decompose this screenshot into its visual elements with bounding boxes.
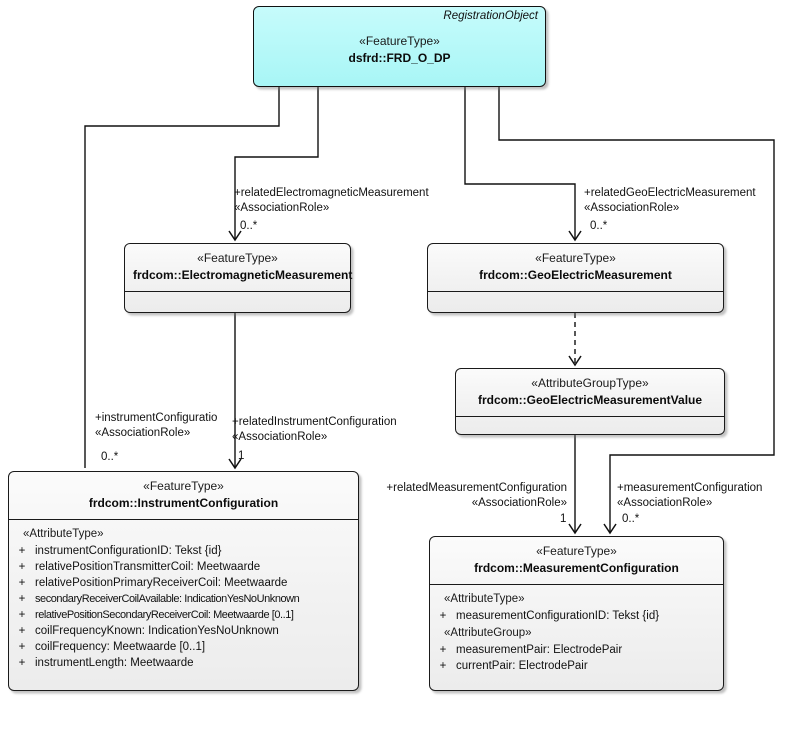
- association-role-name: +relatedMeasurementConfiguration: [386, 482, 567, 494]
- association-multiplicity-measurementconfig-related: 1: [560, 513, 567, 525]
- attribute-row: + coilFrequencyKnown: IndicationYesNoUnk…: [9, 623, 358, 639]
- class-box-geoelectric-measurement[interactable]: «FeatureType» frdcom::GeoElectricMeasure…: [427, 243, 724, 313]
- association-stereotype: «AssociationRole»: [584, 202, 680, 214]
- geoelectricvalue-header: «AttributeGroupType» frdcom::GeoElectric…: [456, 369, 724, 416]
- attribute-row: + relativePositionTransmitterCoil: Meetw…: [9, 559, 358, 575]
- measurementconfig-attributes: «AttributeType» + measurementConfigurati…: [430, 585, 723, 680]
- visibility-marker: +: [18, 641, 26, 653]
- electromagnetic-stereotype: «FeatureType»: [197, 251, 278, 265]
- association-stereotype: «AssociationRole»: [95, 427, 191, 439]
- association-multiplicity-geoelectric: 0..*: [590, 220, 608, 232]
- root-corner-label: RegistrationObject: [443, 10, 538, 22]
- measurementconfig-stereotype: «FeatureType»: [536, 544, 617, 558]
- attribute-row: + measurementConfigurationID: Tekst {id}: [430, 608, 723, 624]
- electromagnetic-separator: [125, 291, 350, 292]
- association-label-measurementconfig-related: +relatedMeasurementConfiguration «Associ…: [370, 481, 567, 511]
- measurementconfig-header: «FeatureType» frdcom::MeasurementConfigu…: [430, 537, 723, 584]
- attribute-row: + measurementPair: ElectrodePair: [430, 642, 723, 658]
- instrumentconfig-separator: [9, 519, 358, 520]
- root-header: «FeatureType» dsfrd::FRD_O_DP: [254, 7, 545, 74]
- class-box-electromagnetic-measurement[interactable]: «FeatureType» frdcom::ElectromagneticMea…: [124, 243, 353, 313]
- attribute-row: + relativePositionPrimaryReceiverCoil: M…: [9, 575, 358, 591]
- root-class-name: dsfrd::FRD_O_DP: [348, 51, 451, 65]
- attribute-row: + coilFrequency: Meetwaarde [0..1]: [9, 639, 358, 655]
- association-multiplicity-instrumentconfig-related: 1: [238, 450, 245, 462]
- visibility-marker: +: [18, 609, 26, 621]
- attribute-row: + instrumentConfigurationID: Tekst {id}: [9, 543, 358, 559]
- association-stereotype: «AssociationRole»: [234, 202, 330, 214]
- association-multiplicity-electromagnetic: 0..*: [240, 220, 258, 232]
- instrumentconfig-attributes: «AttributeType» + instrumentConfiguratio…: [9, 520, 358, 677]
- geoelectric-class-name: frdcom::GeoElectricMeasurement: [479, 268, 672, 282]
- association-label-measurementconfig-root: +measurementConfiguration «AssociationRo…: [617, 481, 762, 511]
- electromagnetic-class-name: frdcom::ElectromagneticMeasurement: [133, 268, 353, 282]
- visibility-marker: +: [18, 657, 26, 669]
- instrumentconfig-stereotype: «FeatureType»: [143, 479, 224, 493]
- attribute-text: coilFrequencyKnown: IndicationYesNoUnkno…: [35, 625, 279, 637]
- attribute-row: + secondaryReceiverCoilAvailable: Indica…: [9, 591, 358, 607]
- attribute-text: relativePositionSecondaryReceiverCoil: M…: [35, 609, 294, 621]
- visibility-marker: +: [439, 644, 447, 656]
- association-stereotype: «AssociationRole»: [232, 431, 328, 443]
- class-box-measurement-configuration[interactable]: «FeatureType» frdcom::MeasurementConfigu…: [429, 536, 724, 691]
- attribute-text: relativePositionTransmitterCoil: Meetwaa…: [35, 561, 261, 573]
- attribute-text: measurementConfigurationID: Tekst {id}: [456, 610, 660, 622]
- attribute-text: measurementPair: ElectrodePair: [456, 644, 623, 656]
- association-label-instrumentconfig-related: +relatedInstrumentConfiguration «Associa…: [232, 415, 397, 445]
- attribute-group-label: «AttributeType»: [444, 593, 525, 605]
- measurementconfig-class-name: frdcom::MeasurementConfiguration: [474, 561, 679, 575]
- association-role-name: +relatedInstrumentConfiguration: [232, 416, 397, 428]
- class-box-instrument-configuration[interactable]: «FeatureType» frdcom::InstrumentConfigur…: [8, 471, 359, 691]
- association-role-name: +relatedElectromagneticMeasurement: [234, 187, 429, 199]
- geoelectric-stereotype: «FeatureType»: [535, 251, 616, 265]
- instrumentconfig-header: «FeatureType» frdcom::InstrumentConfigur…: [9, 472, 358, 519]
- attribute-text: instrumentLength: Meetwaarde: [35, 657, 194, 669]
- attribute-row: + instrumentLength: Meetwaarde: [9, 655, 358, 671]
- visibility-marker: +: [18, 545, 26, 557]
- class-box-frd-o-dp[interactable]: RegistrationObject «FeatureType» dsfrd::…: [253, 6, 546, 87]
- association-stereotype: «AssociationRole»: [617, 497, 713, 509]
- association-label-electromagnetic: +relatedElectromagneticMeasurement «Asso…: [234, 186, 429, 216]
- attribute-text: coilFrequency: Meetwaarde [0..1]: [35, 641, 206, 653]
- geoelectricvalue-stereotype: «AttributeGroupType»: [531, 376, 649, 390]
- geoelectric-header: «FeatureType» frdcom::GeoElectricMeasure…: [428, 244, 723, 291]
- root-stereotype: «FeatureType»: [359, 34, 440, 48]
- visibility-marker: +: [18, 593, 26, 605]
- association-label-geoelectric: +relatedGeoElectricMeasurement «Associat…: [584, 186, 756, 216]
- attribute-text: currentPair: ElectrodePair: [456, 660, 588, 672]
- class-box-geoelectric-measurement-value[interactable]: «AttributeGroupType» frdcom::GeoElectric…: [455, 368, 725, 435]
- visibility-marker: +: [18, 561, 26, 573]
- association-role-name: +instrumentConfiguratio: [95, 412, 218, 424]
- association-role-name: +relatedGeoElectricMeasurement: [584, 187, 756, 199]
- measurementconfig-separator: [430, 584, 723, 585]
- geoelectricvalue-separator: [456, 416, 724, 417]
- geoelectricvalue-class-name: frdcom::GeoElectricMeasurementValue: [477, 393, 703, 407]
- visibility-marker: +: [439, 660, 447, 672]
- visibility-marker: +: [18, 577, 26, 589]
- connector-root-to-geoelectric: [464, 87, 582, 242]
- association-multiplicity-measurementconfig-root: 0..*: [622, 513, 640, 525]
- attribute-group-label: «AttributeGroup»: [444, 627, 532, 639]
- attribute-text: relativePositionPrimaryReceiverCoil: Mee…: [35, 577, 288, 589]
- attribute-row: + relativePositionSecondaryReceiverCoil:…: [9, 607, 358, 623]
- visibility-marker: +: [439, 610, 447, 622]
- attribute-text: instrumentConfigurationID: Tekst {id}: [35, 545, 222, 557]
- geoelectric-separator: [428, 291, 723, 292]
- attribute-row: + currentPair: ElectrodePair: [430, 658, 723, 674]
- association-role-name: +measurementConfiguration: [617, 482, 763, 494]
- visibility-marker: +: [18, 625, 26, 637]
- association-stereotype: «AssociationRole»: [471, 497, 567, 509]
- electromagnetic-header: «FeatureType» frdcom::ElectromagneticMea…: [125, 244, 353, 291]
- association-multiplicity-instrumentconfig-root: 0..*: [101, 451, 119, 463]
- instrumentconfig-class-name: frdcom::InstrumentConfiguration: [88, 496, 279, 510]
- association-label-instrumentconfig-root: +instrumentConfiguratio «AssociationRole…: [95, 411, 245, 441]
- attribute-group-label: «AttributeType»: [23, 528, 104, 540]
- connector-root-to-electromagnetic-arrow: [228, 87, 319, 242]
- attribute-text: secondaryReceiverCoilAvailable: Indicati…: [35, 593, 300, 605]
